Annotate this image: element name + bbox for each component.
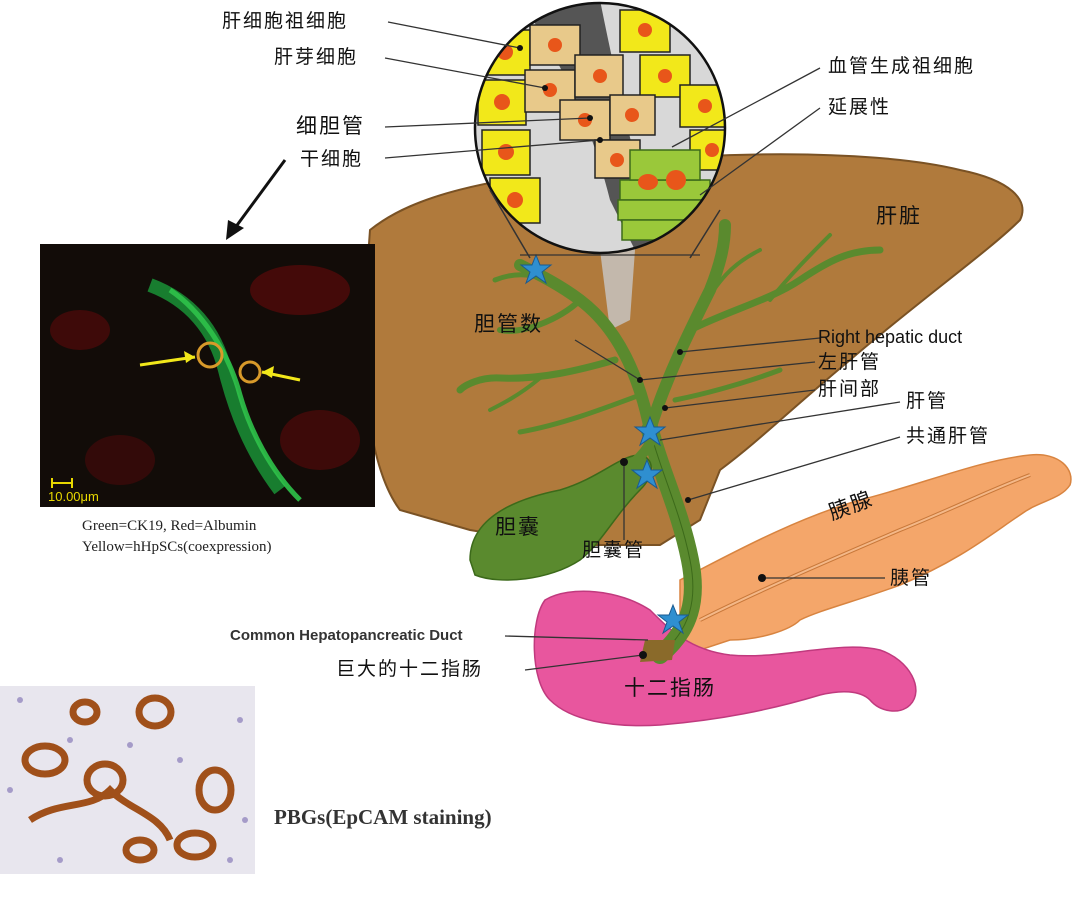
pbg-histology-image bbox=[0, 686, 255, 874]
label-left-hepatic-duct: 左肝管 bbox=[818, 351, 882, 373]
label-bile-duct-tree: 胆管数 bbox=[474, 312, 543, 336]
label-large-duodenum: 巨大的十二指肠 bbox=[336, 658, 484, 680]
bile-duct-tree bbox=[456, 219, 884, 436]
micrograph-caption-line2: Yellow=hHpSCs(coexpression) bbox=[82, 539, 272, 555]
label-cystic-duct: 胆囊管 bbox=[582, 539, 646, 561]
stem-cell-niche-stars bbox=[519, 253, 690, 635]
label-duodenum: 十二指肠 bbox=[624, 676, 716, 700]
label-right-hepatic-duct: Right hepatic duct bbox=[818, 327, 963, 347]
label-extensibility: 延展性 bbox=[828, 96, 892, 118]
label-common-hepatopancreatic-duct: Common Hepatopancreatic Duct bbox=[230, 627, 463, 644]
arrow-left-icon bbox=[262, 366, 274, 378]
label-common-hepatic-duct: 共通肝管 bbox=[906, 425, 991, 447]
pancreas-shape bbox=[679, 453, 1072, 651]
gallbladder-shape bbox=[469, 454, 652, 581]
fluorescence-micrograph bbox=[40, 244, 375, 507]
arrow-right-icon bbox=[184, 351, 195, 363]
label-hepatoblast-progenitor: 肝细胞祖细胞 bbox=[222, 10, 349, 32]
label-angioblast-progenitor: 血管生成祖细胞 bbox=[828, 55, 976, 77]
label-hepatic-duct: 肝管 bbox=[906, 390, 949, 412]
label-bile-ductule: 细胆管 bbox=[296, 114, 365, 138]
label-liver: 肝脏 bbox=[876, 204, 922, 228]
zoom-circle bbox=[473, 1, 727, 259]
label-pancreatic-duct: 胰管 bbox=[890, 567, 933, 589]
label-hepatic-bud-cell: 肝芽细胞 bbox=[274, 46, 359, 68]
micrograph-scale-bar: 10.00μm bbox=[48, 489, 99, 504]
label-stem-cell: 干细胞 bbox=[300, 148, 364, 170]
label-hilar-portion: 肝间部 bbox=[818, 378, 882, 400]
label-gallbladder: 胆囊 bbox=[495, 515, 541, 539]
micrograph-caption-line1: Green=CK19, Red=Albumin bbox=[82, 518, 257, 534]
down-arrow-icon bbox=[226, 220, 244, 240]
leader-lines bbox=[384, 21, 901, 671]
pbg-caption: PBGs(EpCAM staining) bbox=[274, 805, 492, 829]
